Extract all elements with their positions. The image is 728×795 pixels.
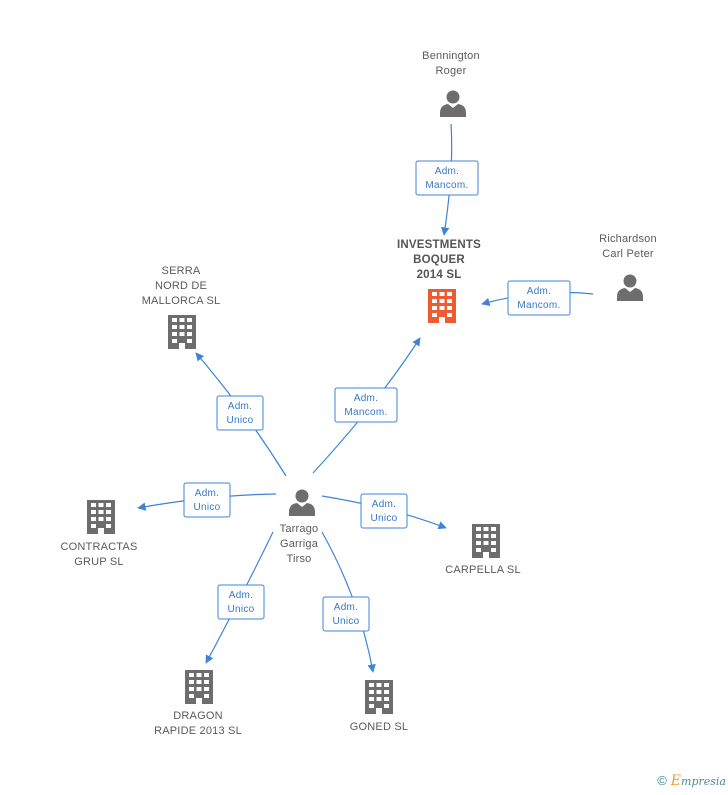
node-label-line: DRAGON [173, 710, 222, 722]
edge-label-line: Adm. [229, 590, 254, 601]
edge-label-box[interactable] [322, 596, 370, 632]
node-label-line: CONTRACTAS [61, 541, 138, 553]
edge-label-line: Mancom. [344, 407, 387, 418]
node-label-line: Richardson [599, 233, 657, 245]
edge-label-box[interactable] [183, 482, 231, 518]
edge-label-line: Unico [226, 415, 253, 426]
building-icon [428, 289, 456, 323]
edge-label-box[interactable] [216, 395, 264, 431]
edge-tarrago-to-dragon: Adm. Unico [205, 531, 274, 664]
node-label-line: GONED SL [350, 721, 408, 733]
edge-tarrago-to-investments: Adm. Mancom. [312, 337, 421, 474]
building-icon [185, 670, 213, 704]
building-icon [365, 680, 393, 714]
person-icon [440, 90, 466, 117]
copyright-symbol: © [657, 773, 667, 788]
edge-tarrago-to-contractas: Adm. Unico [137, 482, 277, 518]
edge-label-line: Unico [332, 616, 359, 627]
edge-label-line: Unico [370, 513, 397, 524]
edge-richardson-to-investments: Adm. Mancom. [481, 280, 594, 316]
edge-tarrago-to-goned: Adm. Unico [321, 531, 376, 673]
edge-label-box[interactable] [507, 280, 571, 316]
node-contractas[interactable]: CONTRACTAS GRUP SL [61, 500, 138, 568]
node-serra[interactable]: SERRA NORD DE MALLORCA SL [142, 265, 221, 349]
node-label-line: Garriga [280, 538, 319, 550]
person-icon [617, 274, 643, 301]
person-icon [289, 489, 315, 516]
node-label-line: BOQUER [413, 254, 465, 266]
node-label-line: CARPELLA SL [445, 564, 521, 576]
node-dragon[interactable]: DRAGON RAPIDE 2013 SL [154, 670, 242, 737]
node-label-line: Tarrago [280, 523, 319, 535]
edge-label-line: Adm. [435, 166, 460, 177]
node-label-line: GRUP SL [74, 556, 124, 568]
edge-label-box[interactable] [334, 387, 398, 423]
brand-initial: E [670, 773, 682, 789]
edge-label-line: Unico [193, 502, 220, 513]
edge-tarrago-to-serra: Adm. Unico [195, 352, 287, 477]
edge-label-line: Adm. [334, 602, 359, 613]
node-label-line: RAPIDE 2013 SL [154, 725, 242, 737]
node-label-line: Bennington [422, 50, 480, 62]
node-label-line: 2014 SL [417, 269, 462, 281]
edge-label-line: Adm. [527, 286, 552, 297]
node-label-line: Tirso [286, 553, 311, 565]
building-icon [168, 315, 196, 349]
node-label-line: NORD DE [155, 280, 207, 292]
node-label-line: INVESTMENTS [397, 239, 481, 251]
brand-name: mpresia [681, 775, 726, 788]
edge-label-box[interactable] [217, 584, 265, 620]
node-goned[interactable]: GONED SL [350, 680, 408, 733]
edge-bennington-to-investments: Adm. Mancom. [415, 123, 479, 236]
edge-label-line: Mancom. [517, 300, 560, 311]
footer-brand: ©Empresia [657, 773, 726, 789]
nodes-layer: INVESTMENTS BOQUER 2014 SL BenningtonRogerR… [61, 50, 657, 737]
edge-label-box[interactable] [360, 493, 408, 529]
node-investments[interactable]: INVESTMENTS BOQUER 2014 SL [397, 239, 481, 323]
edge-label-line: Adm. [372, 499, 397, 510]
edge-label-line: Adm. [228, 401, 253, 412]
edge-label-box[interactable] [415, 160, 479, 196]
node-carpella[interactable]: CARPELLA SL [445, 524, 521, 576]
node-label-line: MALLORCA SL [142, 295, 221, 307]
edge-label-line: Mancom. [425, 180, 468, 191]
node-label-line: SERRA [162, 265, 201, 277]
edge-label-line: Adm. [195, 488, 220, 499]
edge-label-line: Adm. [354, 393, 379, 404]
building-icon [472, 524, 500, 558]
building-icon [87, 500, 115, 534]
node-label-line: Roger [436, 65, 467, 77]
edge-tarrago-to-carpella: Adm. Unico [321, 493, 447, 530]
edge-label-line: Unico [227, 604, 254, 615]
edges-layer: Adm. Mancom. Adm. Mancom. Adm. Mancom. Adm. Uni… [137, 123, 594, 673]
node-label-line: Carl Peter [602, 248, 654, 260]
